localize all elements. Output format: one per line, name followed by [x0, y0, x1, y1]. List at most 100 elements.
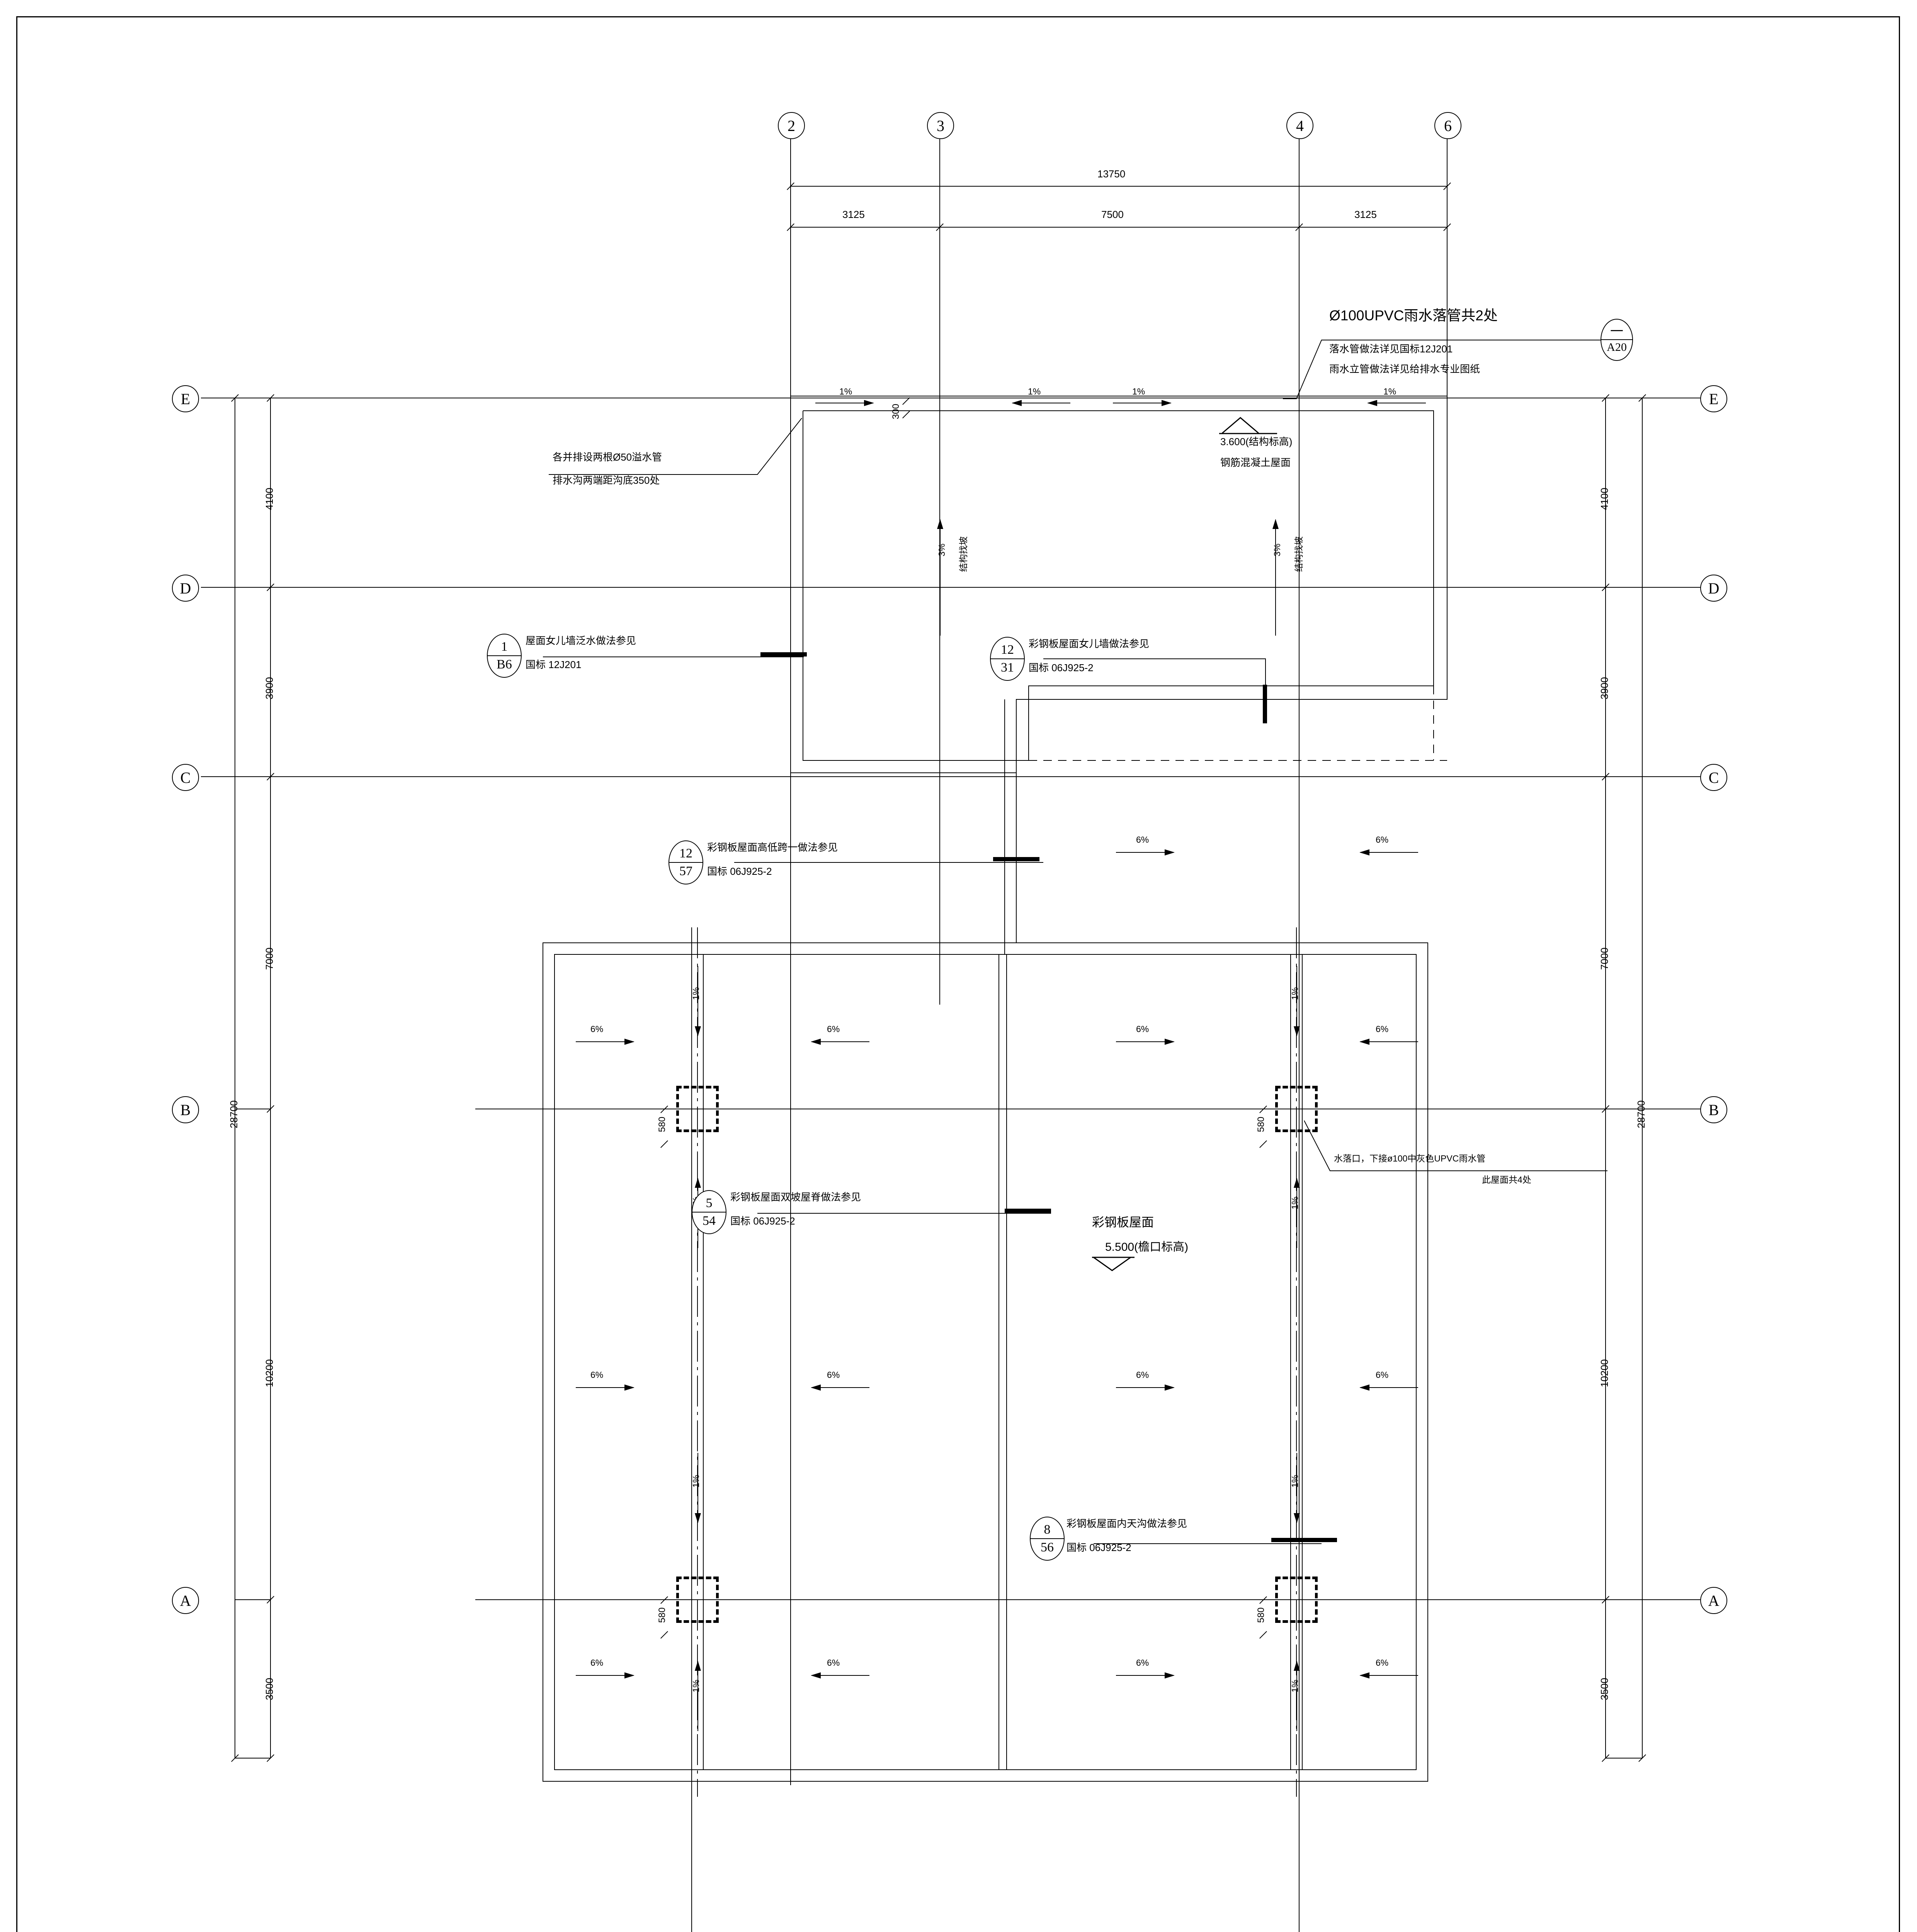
slope-label-r4-c1: 6% — [590, 1658, 604, 1668]
callout-top-num: 12 — [1001, 643, 1014, 657]
callout-1-B6[interactable]: 1 B6 — [487, 634, 522, 678]
rain-inlet-box-bottom-right — [1275, 1577, 1318, 1623]
steel-roof-label: 彩钢板屋面 — [1092, 1215, 1154, 1229]
callout-12-31-text-line2: 国标 06J925-2 — [1029, 662, 1094, 673]
grid-bubble-right-B[interactable]: B — [1700, 1096, 1727, 1123]
grid-bubble-left-C[interactable]: C — [172, 764, 199, 791]
concrete-roof-elev-line1: 3.600(结构标高) — [1220, 436, 1293, 447]
divider — [1030, 1538, 1065, 1539]
detail-ref-bubble[interactable]: 一 A20 — [1601, 319, 1633, 361]
grid-bubble-left-D[interactable]: D — [172, 575, 199, 602]
slope-arrow-icon — [811, 1384, 869, 1391]
callout-5-54[interactable]: 5 54 — [692, 1190, 726, 1234]
dim-right-4100: 4100 — [1599, 488, 1610, 510]
callout-12-57-text-line1: 彩钢板屋面高低跨一做法参见 — [707, 842, 838, 853]
detail-ref-bottom: A20 — [1607, 341, 1627, 354]
grid-bubble-top-2[interactable]: 2 — [778, 112, 805, 139]
dim-right-7000: 7000 — [1599, 947, 1610, 970]
grid-bubble-left-B[interactable]: B — [172, 1096, 199, 1123]
dim-580-br: 580 — [1256, 1607, 1266, 1623]
slope-label-r1-c4: 6% — [1376, 835, 1389, 845]
slope-label-r3-c3: 6% — [1136, 1370, 1149, 1380]
dim-right-3500: 3500 — [1599, 1678, 1610, 1700]
dim-580-bl: 580 — [657, 1607, 667, 1623]
slope-arrow-icon — [1116, 1039, 1175, 1045]
grid-bubble-left-E[interactable]: E — [172, 385, 199, 412]
leader-bar — [993, 857, 1039, 861]
callout-12-57-text-line2: 国标 06J925-2 — [707, 866, 772, 877]
slope-arrow-icon — [576, 1672, 634, 1679]
slope-label-upper-4: 1% — [1383, 386, 1397, 396]
slope-arrow-icon — [811, 1039, 869, 1045]
callout-top-num: 1 — [501, 639, 508, 654]
slope-arrow-icon — [576, 1039, 634, 1045]
slope-arrow-icon — [811, 1672, 869, 1679]
grid-label: D — [180, 579, 191, 597]
slope-arrow-icon — [1116, 1672, 1175, 1679]
sheet-border — [16, 16, 1900, 1932]
callout-12-57[interactable]: 12 57 — [668, 840, 703, 884]
slope-label-r4-c3: 6% — [1136, 1658, 1149, 1668]
callout-bottom-num: 54 — [703, 1214, 716, 1228]
callout-top-num: 5 — [706, 1196, 713, 1210]
slope-arrow-icon — [1116, 1384, 1175, 1391]
slope-arrow-icon — [1359, 1384, 1418, 1391]
gutter-arrow-icon — [1294, 1661, 1300, 1731]
callout-5-54-text-line2: 国标 06J925-2 — [730, 1215, 795, 1227]
slope-label-r1-c3: 6% — [1136, 835, 1149, 845]
callout-8-56[interactable]: 8 56 — [1030, 1517, 1065, 1561]
grid-bubble-right-C[interactable]: C — [1700, 764, 1727, 791]
callout-12-31[interactable]: 12 31 — [990, 637, 1025, 681]
concrete-roof-elev-line2: 钢筋混凝土屋面 — [1220, 457, 1291, 468]
downpipe-note-line2: 落水管做法详见国标12J201 — [1329, 343, 1453, 355]
callout-top-num: 12 — [679, 846, 692, 861]
gutter-slope-r3: 1% — [1290, 1475, 1300, 1488]
divider — [668, 862, 703, 863]
dim-right-10200: 10200 — [1599, 1359, 1610, 1387]
elevation-triangle-icon — [1219, 415, 1277, 435]
slope-label-r4-c4: 6% — [1376, 1658, 1389, 1668]
rain-inlet-box-top-left — [676, 1086, 719, 1132]
slope-arrow-icon — [1359, 849, 1418, 855]
gutter-arrow-icon — [695, 1453, 701, 1523]
callout-bottom-num: 56 — [1041, 1540, 1054, 1554]
grid-bubble-right-E[interactable]: E — [1700, 385, 1727, 412]
grid-label: E — [180, 390, 191, 408]
overflow-note-line2: 排水沟两端距沟底350处 — [553, 474, 660, 486]
slope-label-struct-right: 结构找坡 — [1294, 536, 1304, 572]
grid-bubble-right-D[interactable]: D — [1700, 575, 1727, 602]
grid-label: 3 — [937, 117, 944, 134]
callout-8-56-text-line1: 彩钢板屋面内天沟做法参见 — [1067, 1518, 1187, 1529]
dim-right-3900: 3900 — [1599, 677, 1610, 699]
downpipe-note-line3: 雨水立管做法详见给排水专业图纸 — [1329, 363, 1480, 375]
dim-top-3125-right: 3125 — [1354, 209, 1377, 220]
dim-left-3500: 3500 — [264, 1678, 275, 1700]
grid-label: A — [180, 1592, 191, 1609]
detail-ref-top: 一 — [1610, 325, 1623, 339]
leader-bar — [1271, 1538, 1337, 1542]
dim-left-7000: 7000 — [264, 947, 275, 970]
slope-label-r2-c1: 6% — [590, 1024, 604, 1034]
grid-bubble-left-A[interactable]: A — [172, 1587, 199, 1614]
elevation-triangle-icon-2 — [1092, 1256, 1135, 1272]
gutter-slope-r2: 1% — [1290, 1196, 1300, 1209]
dim-top-3125-left: 3125 — [842, 209, 865, 220]
callout-1-text-line1: 屋面女儿墙泛水做法参见 — [526, 635, 636, 646]
gutter-arrow-icon — [1294, 1453, 1300, 1523]
gutter-slope-r4: 1% — [1290, 1679, 1300, 1692]
grid-label: C — [1708, 769, 1719, 786]
slope-arrow-icon — [576, 1384, 634, 1391]
grid-bubble-right-A[interactable]: A — [1700, 1587, 1727, 1614]
grid-bubble-top-4[interactable]: 4 — [1286, 112, 1313, 139]
grid-label: 2 — [788, 117, 795, 134]
grid-label: 6 — [1444, 117, 1452, 134]
gutter-slope-l1: 1% — [691, 987, 701, 1000]
slope-label-upper-2: 1% — [1028, 386, 1041, 396]
rain-inlet-note-line2: 此屋面共4处 — [1482, 1175, 1531, 1185]
gutter-arrow-icon — [1294, 1178, 1300, 1248]
grid-bubble-top-3[interactable]: 3 — [927, 112, 954, 139]
downpipe-note-line1: Ø100UPVC雨水落管共2处 — [1329, 308, 1498, 323]
slope-arrow-icon — [1359, 1672, 1418, 1679]
grid-bubble-top-6[interactable]: 6 — [1434, 112, 1461, 139]
